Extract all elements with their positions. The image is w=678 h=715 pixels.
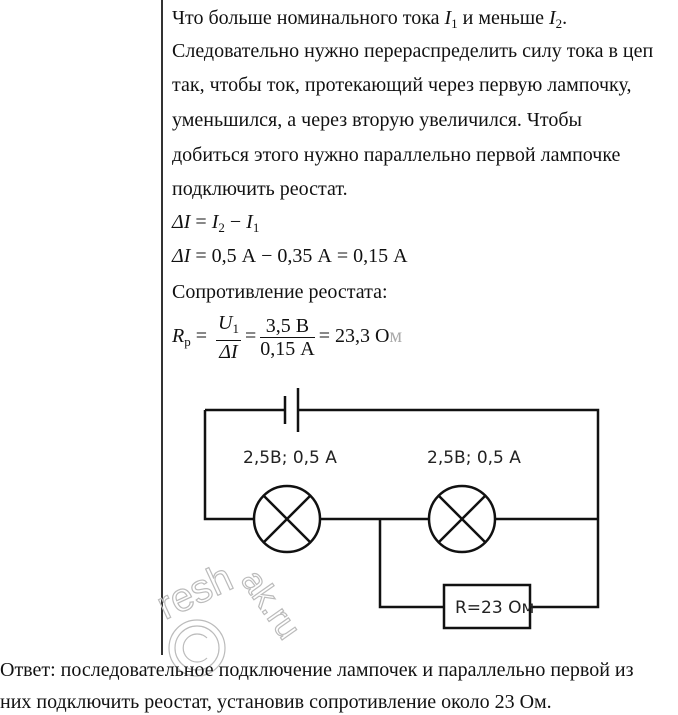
text-line-1: Что больше номинального тока I1 и меньше… (172, 7, 568, 31)
formula-delta-i-values: ΔI = 0,5 А − 0,35 А = 0,15 А (172, 245, 408, 267)
lamp-1-icon (252, 484, 322, 554)
resistor-box (442, 583, 532, 630)
text-line-6: подключить реостат. (172, 178, 348, 200)
wires (203, 408, 600, 609)
resistor-label: R=23 Ом (455, 598, 534, 618)
lamp-1-label: 2,5В; 0,5 А (243, 448, 337, 468)
answer-line-1: Ответ: последовательное подключение ламп… (0, 659, 634, 681)
margin-line (161, 0, 163, 655)
lamp-2-label: 2,5В; 0,5 А (427, 448, 521, 468)
formula-delta-i: ΔI = I2 − I1 (172, 211, 260, 235)
text-line-5: добиться этого нужно параллельно первой … (172, 144, 621, 166)
answer-line-2: них подключить реостат, установив сопрот… (0, 691, 552, 713)
text-line-3: так, чтобы ток, протекающий через первую… (172, 74, 632, 96)
resistance-label: Сопротивление реостата: (172, 281, 388, 303)
svg-text:ak.ru: ak.ru (233, 563, 307, 647)
svg-text:resh: resh (150, 555, 239, 628)
lamp-2-icon (427, 484, 497, 554)
text-line-2: Следовательно нужно перераспределить сил… (172, 40, 654, 62)
text-line-4: уменьшился, а через вторую увеличился. Ч… (172, 109, 582, 131)
